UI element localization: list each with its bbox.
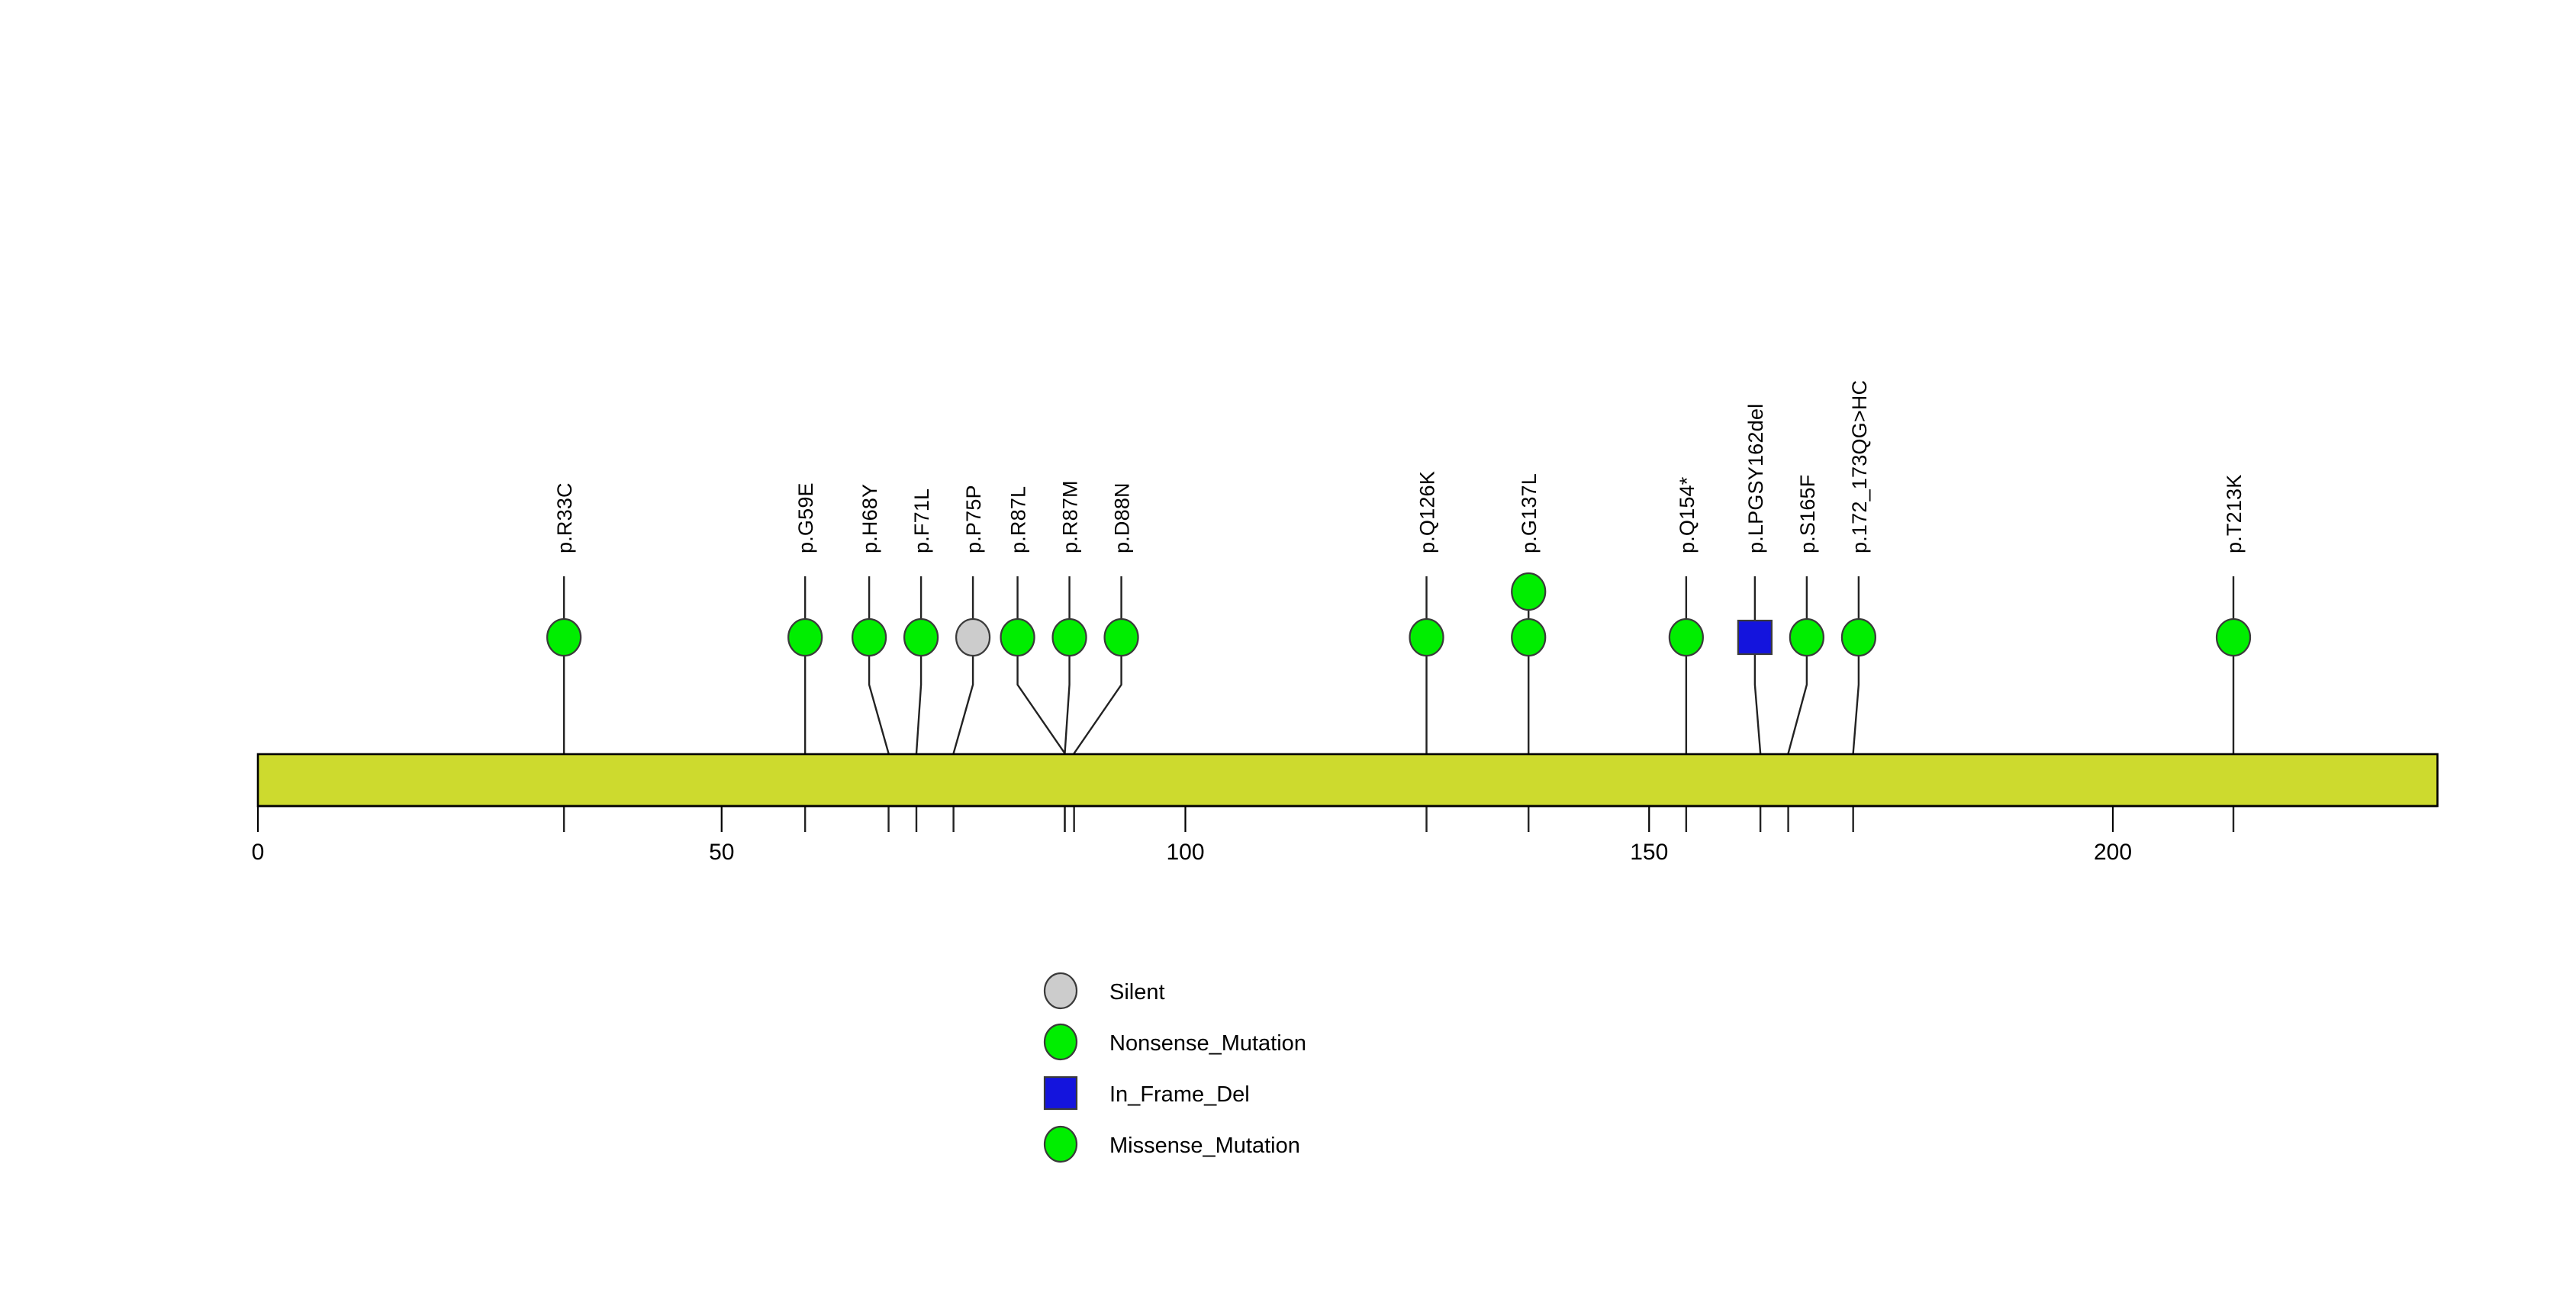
mutation-label: p.R87L: [1007, 486, 1030, 553]
mutation-label: p.R33C: [553, 482, 576, 553]
mutation-label: p.F71L: [910, 489, 933, 553]
legend-swatch-square[interactable]: [1043, 1076, 1078, 1111]
mutation-label: p.H68Y: [858, 484, 881, 553]
mutation-marker-circle[interactable]: p.R33C (Missense_Mutation): [546, 618, 582, 657]
mutation-marker-square[interactable]: p.LPGSY162del (In_Frame_Del): [1737, 619, 1773, 656]
mutation-marker-circle[interactable]: p.G137L (Missense_Mutation): [1511, 572, 1547, 611]
mutation-label: p.G59E: [794, 482, 817, 553]
x-axis-layer: 0 50 100 150 200: [252, 805, 2438, 865]
legend-label: In_Frame_Del: [1109, 1082, 1250, 1107]
x-axis-tick-label: 100: [1166, 840, 1204, 865]
mutation-labels-layer: p.R33C p.G59E p.H68Y p.F71L p.P75P p.R87L p.R8…: [553, 380, 2246, 553]
x-axis-tick-label: 50: [709, 840, 734, 865]
mutation-label: p.T213K: [2223, 475, 2246, 553]
mutation-label: p.D88N: [1111, 482, 1134, 553]
mutation-marker-circle[interactable]: p.Q126K (Missense_Mutation): [1409, 618, 1444, 657]
mutation-label: p.S165F: [1796, 475, 1819, 553]
mutation-marker-circle[interactable]: p.R87M (Missense_Mutation): [1051, 618, 1087, 657]
mutation-marker-circle[interactable]: p.G59E (Missense_Mutation): [787, 618, 823, 657]
mutation-markers-layer: p.R33C (Missense_Mutation) p.G59E (Missen…: [546, 572, 2252, 657]
legend-label: Missense_Mutation: [1109, 1134, 1300, 1158]
x-axis-tick-label: 150: [1630, 840, 1668, 865]
mutation-marker-circle[interactable]: p.172_173QG>HC (Missense_Mutation): [1840, 618, 1876, 657]
legend-swatch-circle[interactable]: [1043, 972, 1078, 1010]
legend-label: Nonsense_Mutation: [1109, 1031, 1306, 1056]
mutation-marker-circle[interactable]: p.F71L (Missense_Mutation): [903, 618, 939, 657]
mutation-label: p.Q126K: [1416, 471, 1439, 553]
mutation-label: p.172_173QG>HC: [1848, 380, 1871, 553]
protein-domain-layer: [256, 753, 2439, 808]
mutation-marker-circle[interactable]: p.G137L (Missense_Mutation): [1511, 618, 1547, 657]
mutation-label: p.P75P: [962, 485, 985, 553]
mutation-label: p.R87M: [1059, 480, 1082, 553]
mutation-marker-circle[interactable]: p.D88N (Missense_Mutation): [1103, 618, 1139, 657]
mutation-marker-circle[interactable]: p.R87L (Missense_Mutation): [1000, 618, 1035, 657]
mutation-marker-circle[interactable]: p.P75P (Silent): [955, 618, 991, 657]
legend-label: Silent: [1109, 980, 1165, 1005]
mutation-marker-circle[interactable]: p.S165F (Missense_Mutation): [1789, 618, 1824, 657]
legend-swatch-circle[interactable]: [1043, 1023, 1078, 1061]
mutation-label: p.Q154*: [1676, 476, 1699, 553]
mutation-label: p.G137L: [1518, 473, 1541, 553]
x-axis-tick-label: 200: [2094, 840, 2132, 865]
mutation-marker-circle[interactable]: p.T213K (Missense_Mutation): [2215, 618, 2252, 657]
mutation-marker-circle[interactable]: p.H68Y (Missense_Mutation): [851, 618, 887, 657]
legend-layer: SilentNonsense_MutationIn_Frame_DelMisse…: [1043, 972, 1306, 1163]
legend-swatch-circle[interactable]: [1043, 1125, 1078, 1163]
protein-backbone-bar[interactable]: [256, 753, 2439, 808]
mutation-marker-circle[interactable]: p.Q154* (Nonsense_Mutation): [1668, 618, 1704, 657]
x-axis-tick-label: 0: [252, 840, 265, 865]
mutation-label: p.LPGSY162del: [1744, 404, 1767, 553]
